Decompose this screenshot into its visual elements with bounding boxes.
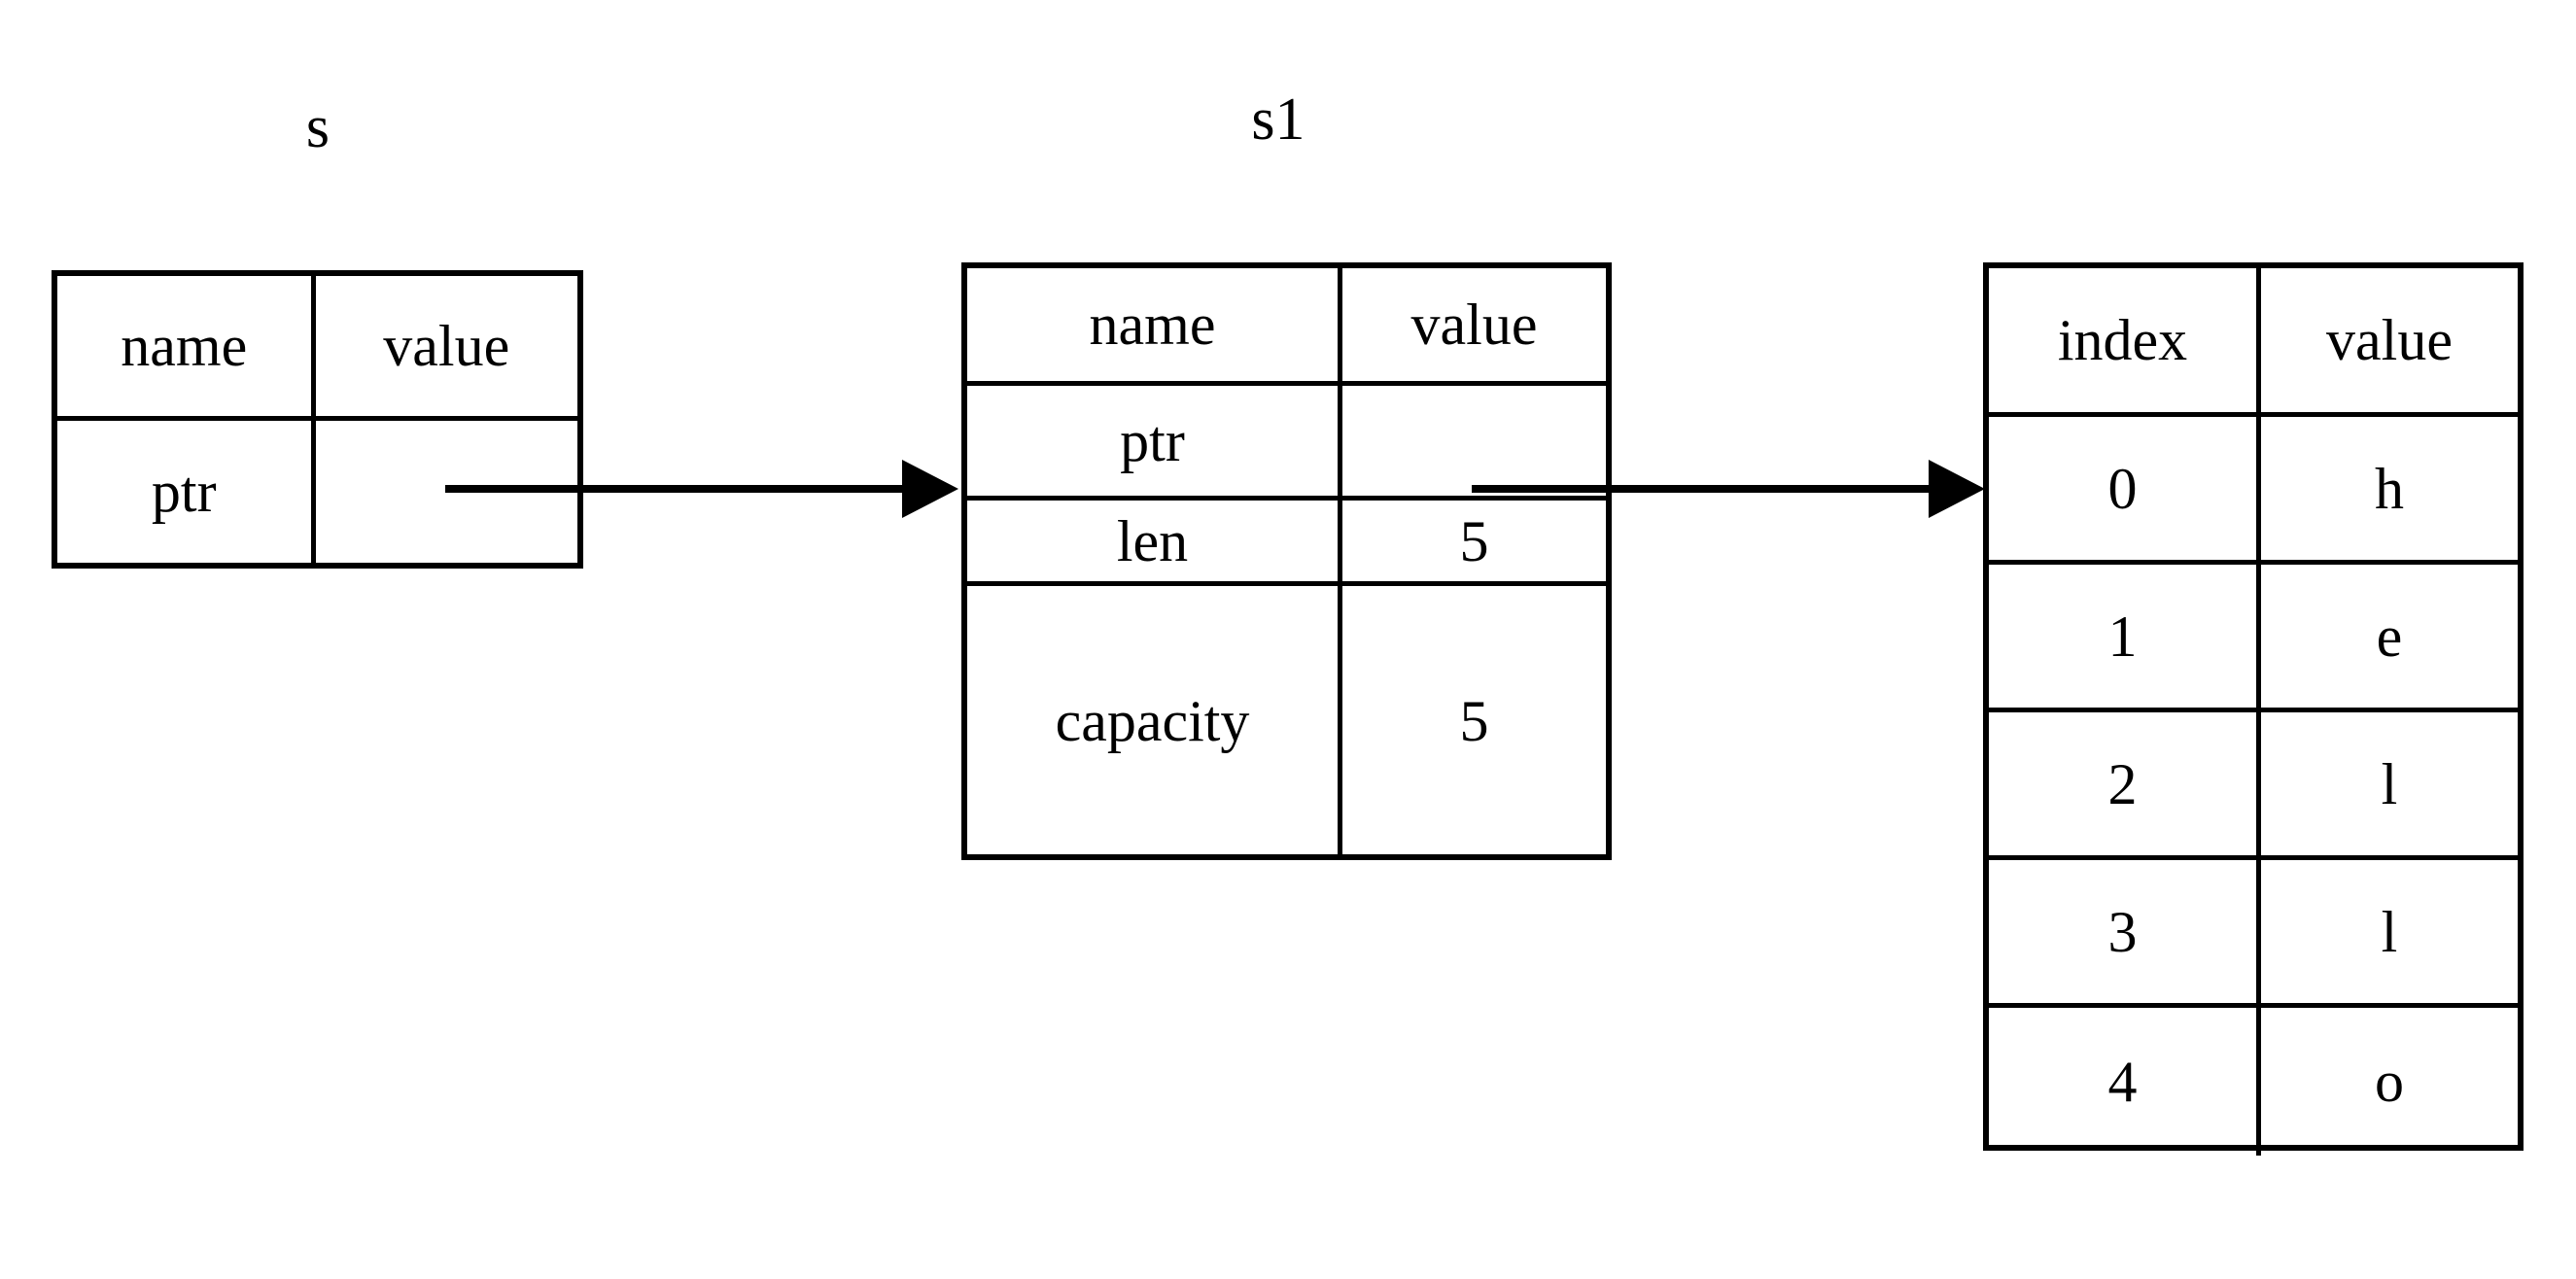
table-s1-cell-value-ptr bbox=[1342, 386, 1606, 496]
table-buffer-cell-index-0: 0 bbox=[1989, 417, 2261, 560]
table-s-header-value: value bbox=[383, 314, 510, 378]
table-s1-row-ptr: ptr bbox=[967, 386, 1606, 501]
table-buffer-cell-value-4: o bbox=[2375, 1050, 2404, 1114]
table-s1: name value ptr len 5 capacity 5 bbox=[961, 262, 1612, 860]
table-s1-cell-name-ptr: ptr bbox=[967, 386, 1342, 496]
pointer-stub-s-ptr bbox=[445, 485, 591, 493]
table-title-s1: s1 bbox=[1251, 86, 1305, 153]
table-buffer-cell-value-2: l bbox=[2381, 751, 2398, 816]
table-buffer-header-value: value bbox=[2326, 308, 2453, 372]
table-s-cell-name-ptr: ptr bbox=[57, 421, 316, 563]
table-s1-header-name: name bbox=[967, 268, 1342, 381]
table-title-s: s bbox=[305, 94, 331, 160]
table-s-header-name: name bbox=[57, 276, 316, 416]
arrow-line-s-to-s1 bbox=[583, 485, 904, 493]
table-s-header-row: name value bbox=[57, 276, 577, 421]
table-s1-cell-value-capacity: 5 bbox=[1459, 688, 1489, 753]
table-s1-header-row: name value bbox=[967, 268, 1606, 386]
table-buffer-row-2: 2 l bbox=[1989, 712, 2518, 860]
table-buffer-cell-value-3: l bbox=[2381, 899, 2398, 964]
table-buffer-cell-value-0: h bbox=[2375, 456, 2404, 521]
arrowhead-s-to-s1 bbox=[902, 460, 958, 518]
table-s1-cell-name-capacity: capacity bbox=[967, 586, 1342, 855]
table-s1-cell-value-len: 5 bbox=[1459, 508, 1489, 573]
arrowhead-s1-to-buffer bbox=[1929, 460, 1985, 518]
table-buffer: index value 0 h 1 e 2 l 3 l 4 o bbox=[1983, 262, 2524, 1156]
table-s1-cell-name-len: len bbox=[967, 501, 1342, 581]
table-s1-header-value: value bbox=[1410, 293, 1538, 357]
table-s-row-ptr: ptr bbox=[57, 421, 577, 563]
arrow-line-s1-to-buffer bbox=[1610, 485, 1931, 493]
table-buffer-header-index: index bbox=[1989, 268, 2261, 412]
table-buffer-cell-index-2: 2 bbox=[1989, 712, 2261, 855]
table-buffer-cell-index-3: 3 bbox=[1989, 860, 2261, 1003]
table-buffer-cell-index-4: 4 bbox=[1989, 1008, 2261, 1156]
table-s1-row-len: len 5 bbox=[967, 501, 1606, 586]
table-buffer-row-1: 1 e bbox=[1989, 565, 2518, 712]
table-s1-row-capacity: capacity 5 bbox=[967, 586, 1606, 855]
table-buffer-row-0: 0 h bbox=[1989, 417, 2518, 565]
table-buffer-row-4: 4 o bbox=[1989, 1008, 2518, 1156]
pointer-stub-s1-ptr bbox=[1472, 485, 1618, 493]
table-buffer-header-row: index value bbox=[1989, 268, 2518, 417]
table-buffer-cell-value-1: e bbox=[2376, 604, 2403, 669]
table-s: name value ptr bbox=[52, 270, 583, 569]
table-buffer-cell-index-1: 1 bbox=[1989, 565, 2261, 708]
table-buffer-row-3: 3 l bbox=[1989, 860, 2518, 1008]
